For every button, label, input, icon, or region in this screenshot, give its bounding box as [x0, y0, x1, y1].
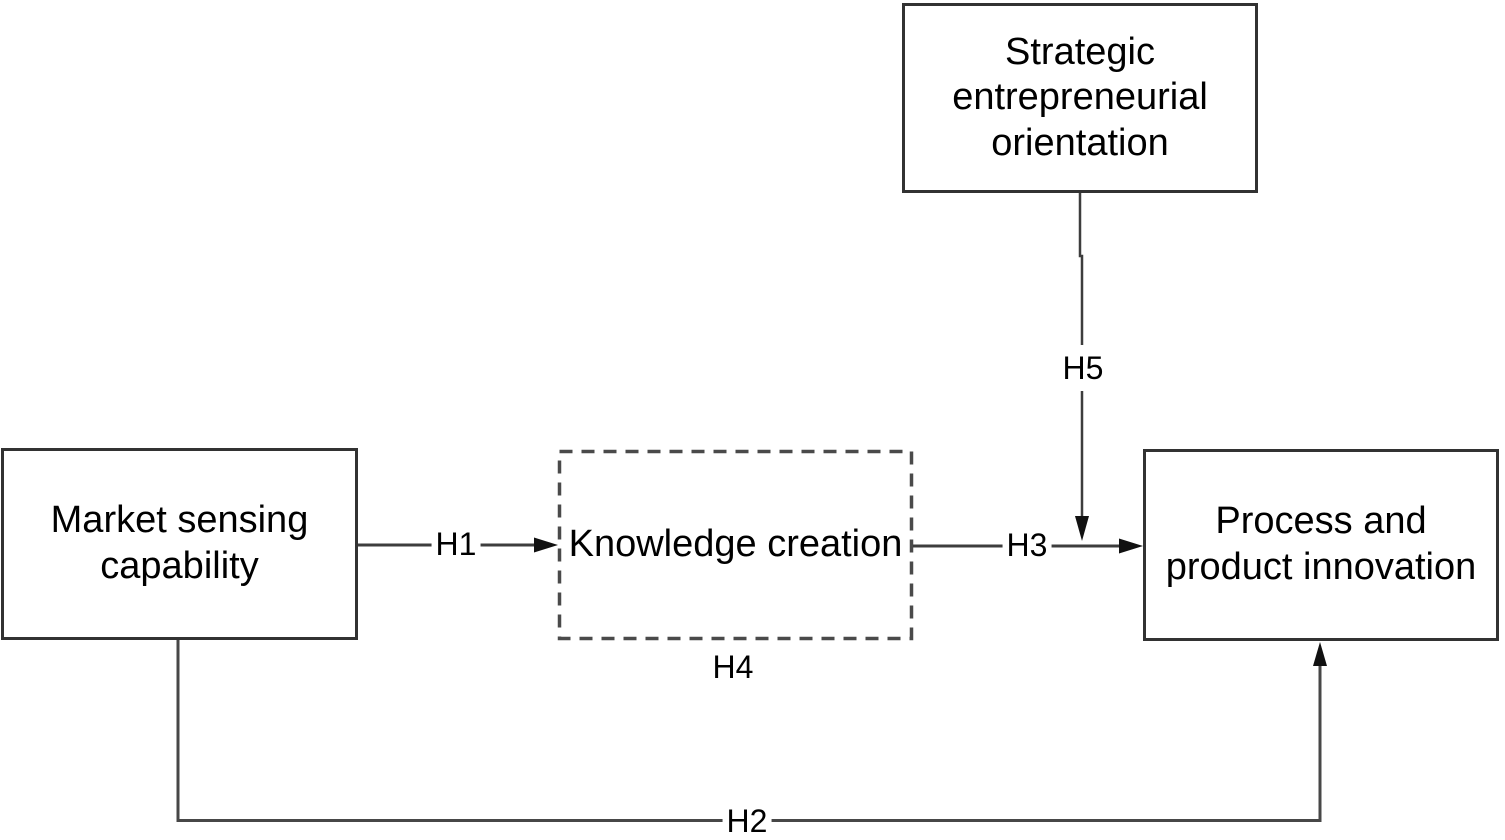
- node-market-sensing-capability: Market sensing capability: [1, 448, 358, 640]
- h2-arrowhead-icon: [1313, 642, 1327, 666]
- node-knowledge-creation: Knowledge creation: [558, 450, 913, 640]
- node-label: Market sensing capability: [50, 499, 309, 587]
- node-label: Strategic entrepreneurial orientation: [952, 30, 1208, 164]
- node-process-and-product-innovation: Process and product innovation: [1143, 449, 1499, 641]
- edge-label-h1: H1: [431, 521, 481, 567]
- edge-label-h4: H4: [712, 649, 754, 685]
- h3-arrowhead-icon: [1119, 538, 1143, 554]
- edge-label-h2: H2: [722, 798, 772, 840]
- h1-arrowhead-icon: [534, 537, 558, 553]
- knowledge-creation-dashed-border: [557, 449, 914, 641]
- edge-label-h5: H5: [1058, 345, 1108, 391]
- h5-arrowhead-icon: [1075, 516, 1089, 541]
- edge-label-h3: H3: [1002, 522, 1052, 568]
- node-label: Process and product innovation: [1165, 500, 1477, 588]
- node-strategic-entrepreneurial-orientation: Strategic entrepreneurial orientation: [902, 3, 1258, 193]
- node-label: Knowledge creation: [568, 523, 903, 566]
